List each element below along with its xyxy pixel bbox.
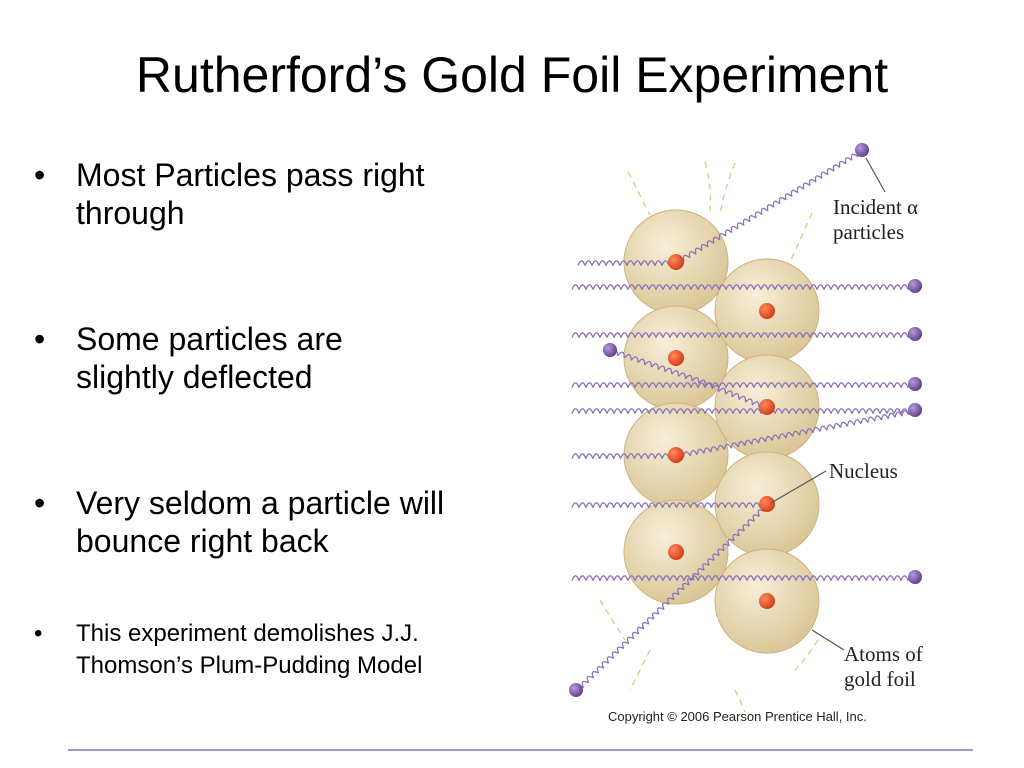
bullet-dot: • (34, 620, 43, 647)
atom-boundary-dash (794, 639, 819, 671)
nucleus-dot (759, 399, 775, 415)
incident-label-line2: particles (833, 220, 904, 244)
alpha-particle (908, 377, 922, 391)
atom-boundary-dash (599, 599, 626, 641)
bullet-item: • Very seldom a particle will bounce rig… (34, 484, 554, 560)
nucleus-leader-line (770, 470, 827, 504)
bullet-text-line: Some particles are (76, 321, 343, 357)
bullet-item: • Most Particles pass right through (34, 156, 554, 232)
alpha-particle (569, 683, 583, 697)
bullet-dot: • (34, 321, 46, 357)
bottom-divider (68, 749, 973, 751)
atoms-label-line2: gold foil (844, 667, 916, 691)
atom-boundary-dash (627, 171, 651, 216)
nucleus-dot (668, 544, 684, 560)
bullet-dot: • (34, 157, 46, 193)
bullet-item: • Some particles are slightly deflected (34, 320, 554, 396)
alpha-particle (908, 403, 922, 417)
alpha-particle (908, 570, 922, 584)
atom-boundary-dash (734, 689, 746, 713)
nucleus-dot (668, 447, 684, 463)
alpha-particles-layer (569, 143, 922, 697)
alpha-particle (908, 279, 922, 293)
alpha-particle (603, 343, 617, 357)
bullet-text-line: Most Particles pass right (76, 157, 425, 193)
nucleus-dot (759, 496, 775, 512)
nucleus-label: Nucleus (829, 459, 898, 483)
bullet-list: • Most Particles pass right through • So… (34, 156, 554, 682)
bullet-text-line: bounce right back (76, 523, 329, 559)
atom-boundary-dash (629, 649, 651, 691)
gold-foil-diagram: Incident α particles Nucleus Atoms of go… (569, 143, 923, 724)
nucleus-dot (668, 350, 684, 366)
bullet-text-line: Thomson’s Plum-Pudding Model (76, 652, 423, 679)
incident-leader-line (865, 157, 886, 193)
atom-boundary-dash (719, 162, 736, 216)
bullet-text-line: through (76, 195, 185, 231)
nucleus-dot (759, 303, 775, 319)
copyright-text: Copyright © 2006 Pearson Prentice Hall, … (608, 709, 867, 724)
bullet-text-line: This experiment demolishes J.J. (76, 620, 419, 647)
atom-boundary-dash (789, 212, 813, 263)
atoms-leader-line (811, 629, 845, 651)
nucleus-dot (668, 254, 684, 270)
slide-title: Rutherford’s Gold Foil Experiment (135, 47, 889, 103)
bullet-text-line: slightly deflected (76, 359, 313, 395)
atoms-label-line1: Atoms of (844, 642, 923, 666)
incident-label-line1: Incident α (833, 195, 918, 219)
nucleus-dot (759, 593, 775, 609)
alpha-particle (855, 143, 869, 157)
nuclei-layer (668, 254, 775, 609)
bullet-text-line: Very seldom a particle will (76, 485, 445, 521)
label-leaders (770, 157, 886, 651)
alpha-particle (908, 327, 922, 341)
atom-boundary-dash (704, 161, 712, 213)
bullet-dot: • (34, 485, 46, 521)
bullet-item: • This experiment demolishes J.J. Thomso… (34, 618, 554, 682)
